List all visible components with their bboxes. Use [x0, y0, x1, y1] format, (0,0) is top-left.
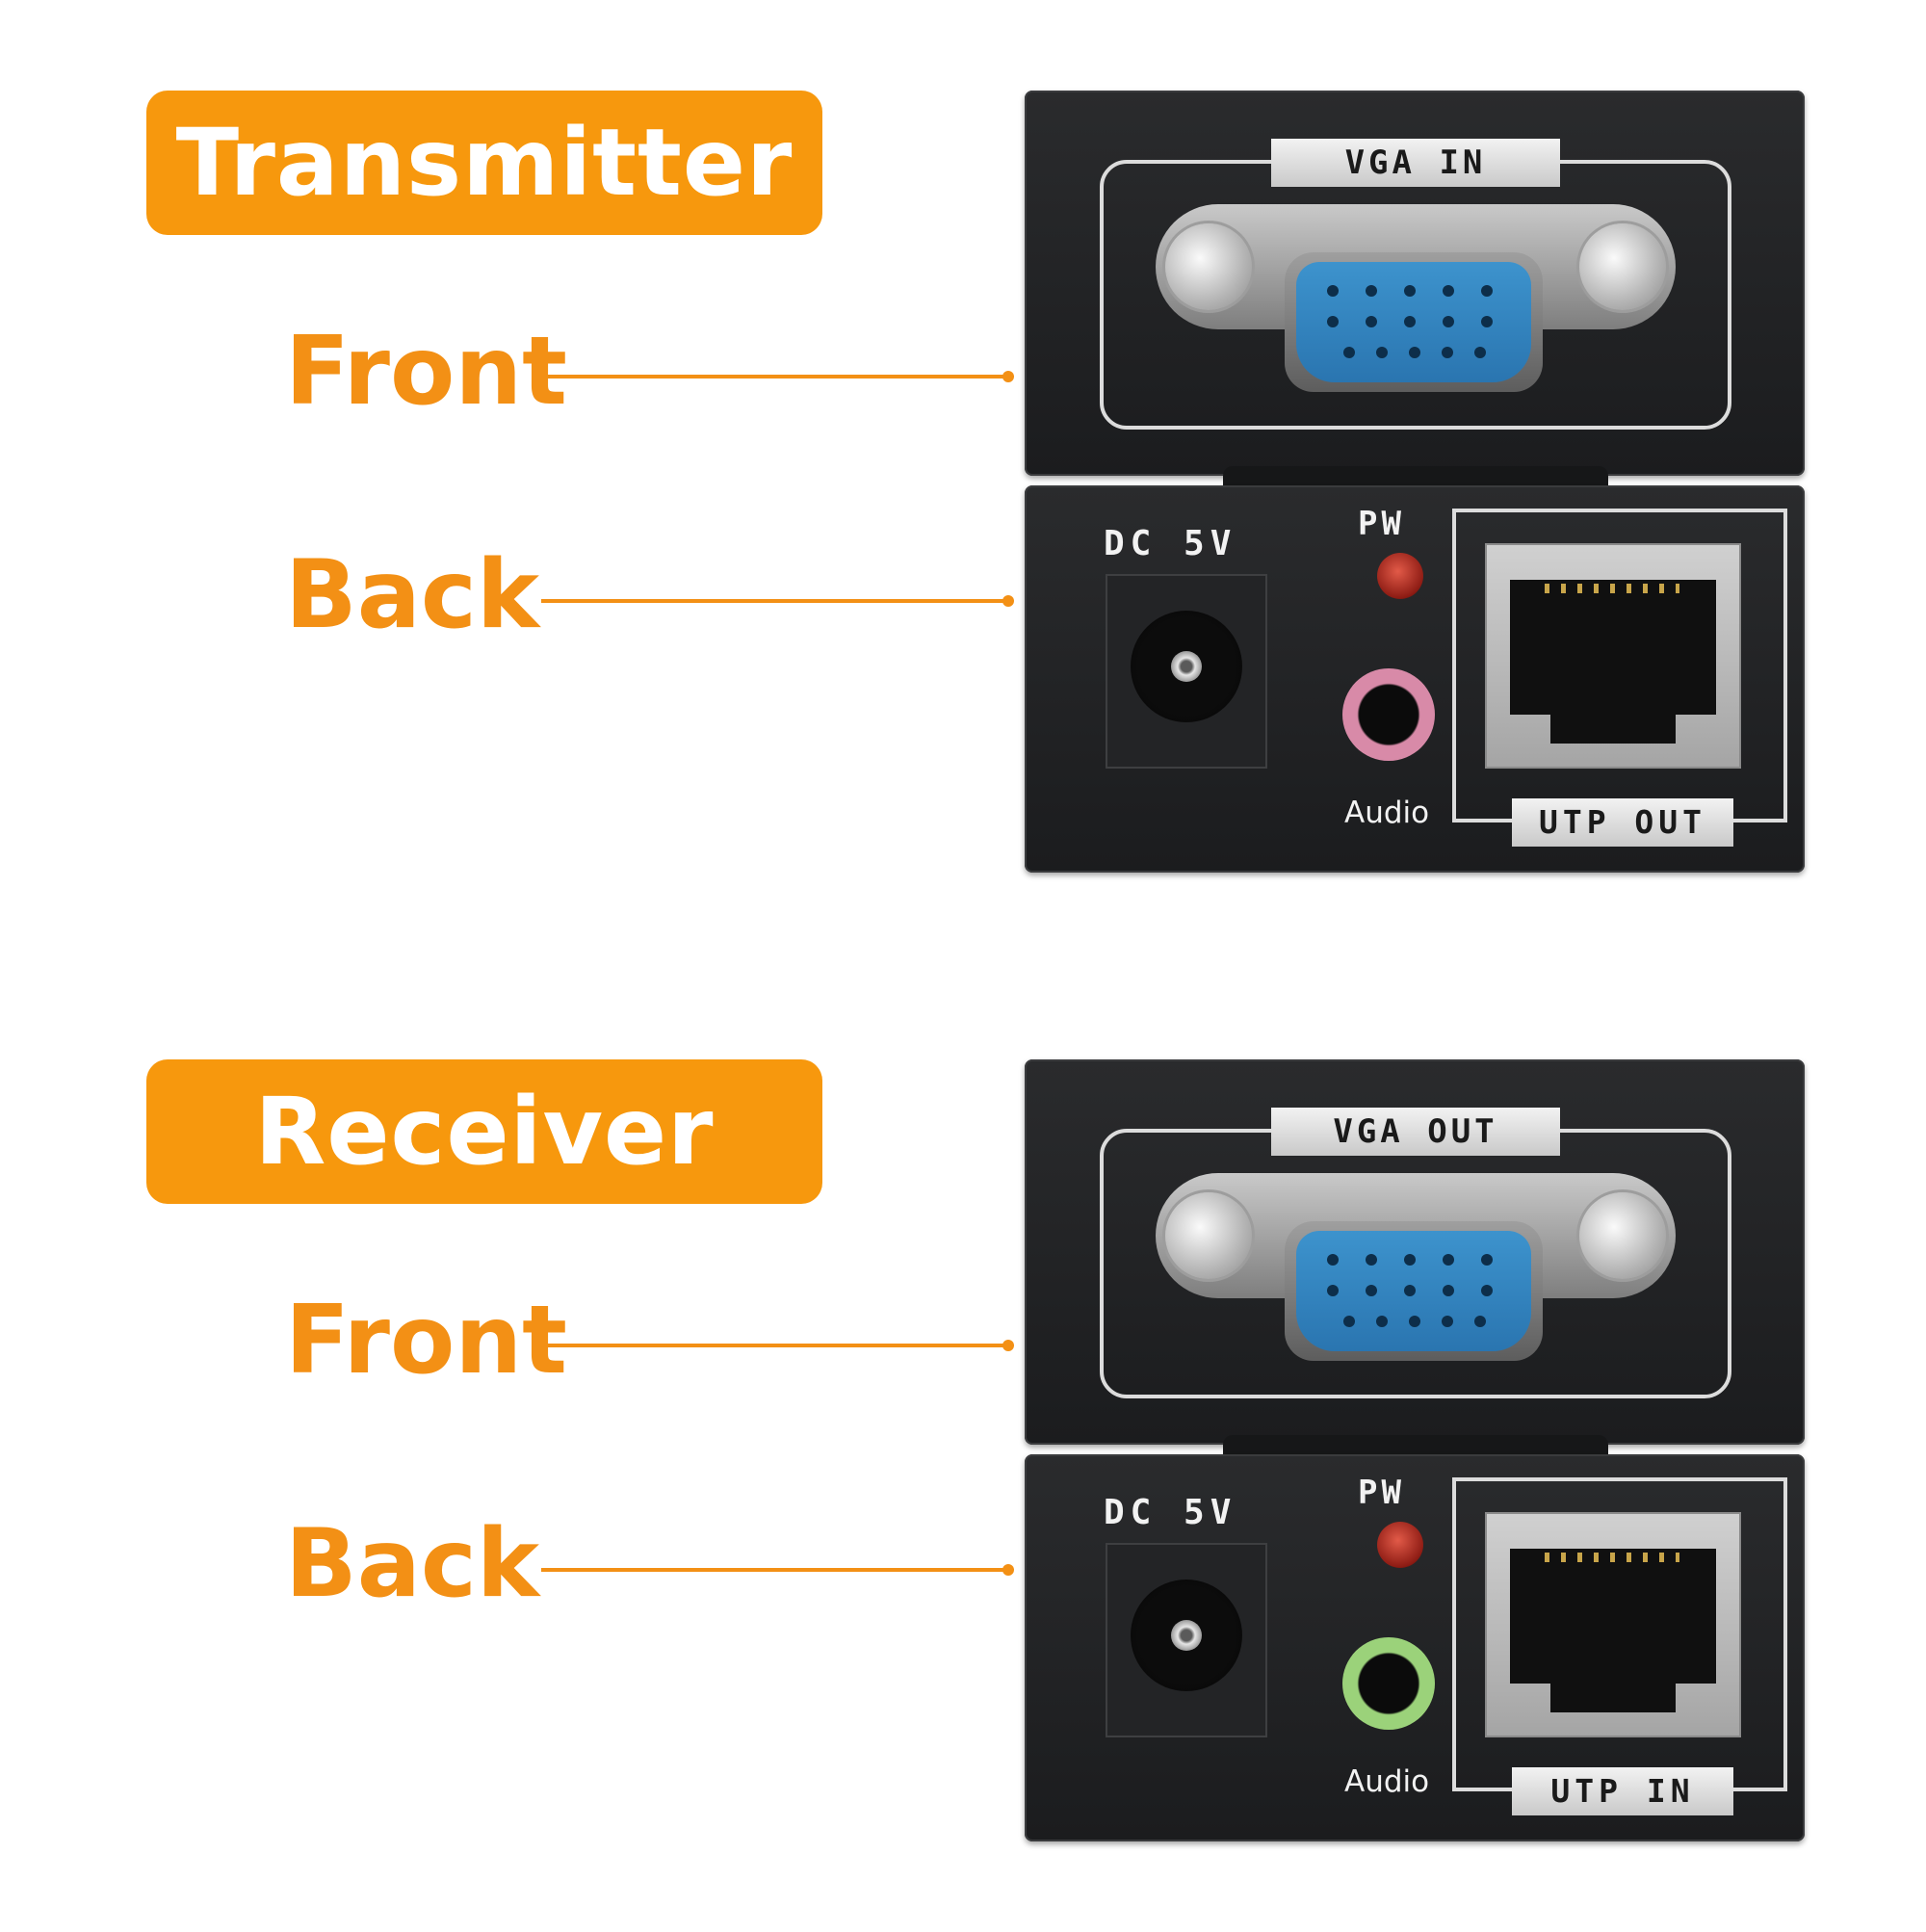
vga-pin — [1366, 1254, 1377, 1266]
vga-pin — [1481, 316, 1493, 327]
back-leader-line — [541, 595, 1014, 607]
vga-pin — [1366, 316, 1377, 327]
front-leader-line — [541, 1340, 1014, 1351]
vga-pin — [1376, 1316, 1388, 1327]
vga-port — [1285, 1221, 1543, 1361]
vga-screw-right — [1579, 223, 1666, 310]
dc-power-label: DC 5V — [1104, 524, 1237, 563]
vga-pin — [1404, 285, 1416, 297]
front-panel: VGA IN — [1025, 91, 1805, 476]
vga-pin — [1443, 285, 1454, 297]
front-label: Front — [285, 1286, 567, 1396]
vga-pin — [1327, 316, 1339, 327]
dc-power-jack — [1106, 1543, 1267, 1737]
housing-seam — [1223, 1435, 1608, 1456]
vga-pin — [1481, 285, 1493, 297]
back-label: Back — [285, 1509, 540, 1619]
vga-pin — [1481, 1285, 1493, 1296]
back-label: Back — [285, 540, 540, 650]
vga-pin — [1343, 1316, 1355, 1327]
vga-pin — [1327, 1285, 1339, 1296]
vga-screw-left — [1165, 1192, 1252, 1279]
unit-title-badge: Transmitter — [146, 91, 822, 235]
vga-port-label: VGA IN — [1271, 139, 1560, 187]
vga-pin — [1443, 1285, 1454, 1296]
vga-pin — [1327, 1254, 1339, 1266]
vga-pin — [1443, 316, 1454, 327]
front-panel: VGA OUT — [1025, 1059, 1805, 1445]
unit-title-badge: Receiver — [146, 1059, 822, 1204]
back-panel: DC 5V PW Audio UTP OUT — [1025, 485, 1805, 873]
dc-power-label: DC 5V — [1104, 1493, 1237, 1532]
vga-pin — [1409, 347, 1420, 358]
vga-pin — [1366, 1285, 1377, 1296]
transmitter-section: Transmitter Front Back VGA IN DC 5V PW A… — [0, 0, 1926, 963]
back-panel: DC 5V PW Audio UTP IN — [1025, 1454, 1805, 1841]
vga-pin — [1442, 1316, 1453, 1327]
vga-pin — [1376, 347, 1388, 358]
vga-pin — [1481, 1254, 1493, 1266]
vga-pin — [1343, 347, 1355, 358]
rj45-pins — [1545, 584, 1679, 593]
audio-jack — [1342, 1637, 1435, 1730]
vga-pins — [1327, 285, 1493, 358]
vga-pin — [1442, 347, 1453, 358]
vga-pin — [1474, 347, 1486, 358]
housing-seam — [1223, 466, 1608, 487]
receiver-section: Receiver Front Back VGA OUT DC 5V PW Aud… — [0, 969, 1926, 1932]
vga-port-label: VGA OUT — [1271, 1108, 1560, 1156]
audio-label: Audio — [1344, 1764, 1430, 1799]
back-leader-line — [541, 1564, 1014, 1576]
vga-pin — [1366, 285, 1377, 297]
vga-pins — [1327, 1254, 1493, 1327]
power-led-label: PW — [1358, 1474, 1405, 1512]
power-led-label: PW — [1358, 505, 1405, 543]
power-led — [1377, 1522, 1423, 1568]
vga-pin — [1443, 1254, 1454, 1266]
vga-screw-right — [1579, 1192, 1666, 1279]
rj45-port — [1485, 543, 1741, 769]
vga-pin — [1327, 285, 1339, 297]
vga-pin — [1474, 1316, 1486, 1327]
audio-label: Audio — [1344, 796, 1430, 830]
vga-pin — [1404, 316, 1416, 327]
vga-port — [1285, 252, 1543, 392]
vga-pin — [1409, 1316, 1420, 1327]
dc-power-jack — [1106, 574, 1267, 769]
power-led — [1377, 553, 1423, 599]
vga-pin — [1404, 1254, 1416, 1266]
utp-port-label: UTP IN — [1512, 1767, 1733, 1815]
audio-jack — [1342, 668, 1435, 761]
front-label: Front — [285, 317, 567, 427]
utp-port-label: UTP OUT — [1512, 798, 1733, 847]
rj45-port — [1485, 1512, 1741, 1737]
rj45-pins — [1545, 1553, 1679, 1562]
front-leader-line — [541, 371, 1014, 382]
vga-screw-left — [1165, 223, 1252, 310]
vga-pin — [1404, 1285, 1416, 1296]
